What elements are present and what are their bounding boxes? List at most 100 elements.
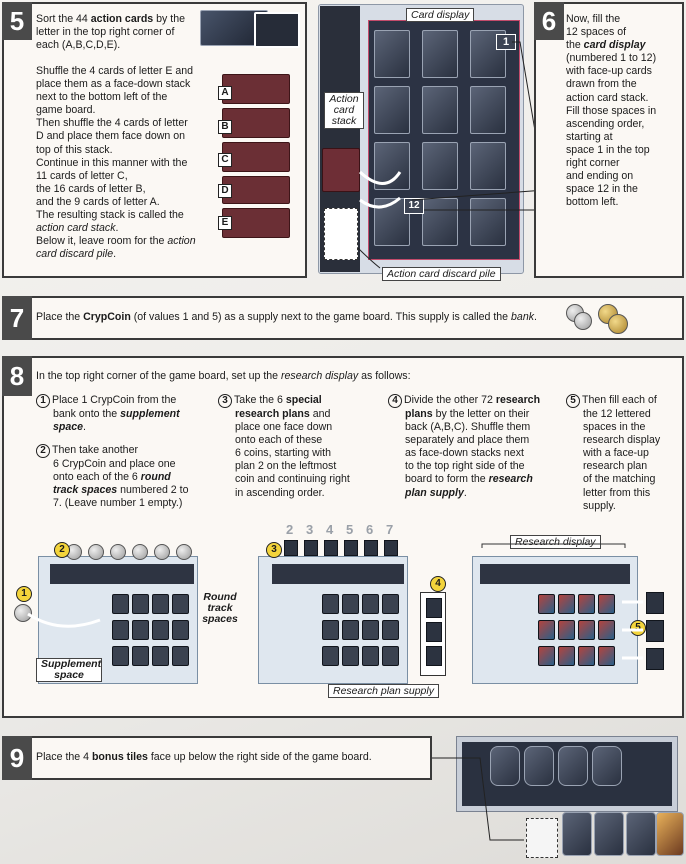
display-card xyxy=(422,142,458,190)
grid-slot xyxy=(172,646,189,666)
step8-number: 8 xyxy=(2,356,32,396)
research-plan-slot xyxy=(558,620,575,640)
stack-card-e xyxy=(222,208,290,238)
research-plan-slot xyxy=(538,620,555,640)
supply-stack-c xyxy=(646,648,664,670)
research-plan-slot xyxy=(578,620,595,640)
coin-icon xyxy=(132,544,148,560)
research-plan-slot xyxy=(538,646,555,666)
grid-slot xyxy=(132,646,149,666)
bonus-board-tile xyxy=(558,746,588,786)
grid-slot xyxy=(172,594,189,614)
step5-number: 5 xyxy=(2,2,32,40)
round-track-label: Round track spaces xyxy=(202,591,238,625)
research-stack-c xyxy=(426,646,442,666)
stack-card-c xyxy=(222,142,290,172)
badge-2: 2 xyxy=(54,542,70,558)
research-plan-slot xyxy=(538,594,555,614)
special-plan-card xyxy=(304,540,318,556)
research-plan-slot xyxy=(598,620,615,640)
step7-number: 7 xyxy=(2,296,32,340)
gold-coin-icon xyxy=(608,314,628,334)
display-card xyxy=(422,198,458,246)
display-card xyxy=(422,86,458,134)
grid-slot xyxy=(152,646,169,666)
action-card-stack-label: Action card stack xyxy=(324,92,364,129)
step5-intro: Sort the 44 action cards by the letter i… xyxy=(36,13,186,52)
coin-icon xyxy=(176,544,192,560)
step6-box xyxy=(534,2,684,278)
research-plan-supply-label: Research plan supply xyxy=(328,684,439,698)
bonus-tile xyxy=(626,812,656,856)
grid-slot xyxy=(342,646,359,666)
bonus-tile xyxy=(594,812,624,856)
research-display-label: Research display xyxy=(510,535,601,549)
badge-4: 4 xyxy=(430,576,446,592)
badge-1: 1 xyxy=(16,586,32,602)
step9-box xyxy=(2,736,432,780)
track-number: 5 xyxy=(346,522,354,537)
letter-b-tag: B xyxy=(218,120,232,134)
bonus-board-tile xyxy=(524,746,554,786)
grid-slot xyxy=(362,594,379,614)
special-plan-card xyxy=(344,540,358,556)
grid-slot xyxy=(342,620,359,640)
step6-number: 6 xyxy=(534,2,564,40)
badge-5: 5 xyxy=(630,620,646,636)
action-card-stack xyxy=(322,148,360,192)
research-plan-slot xyxy=(558,646,575,666)
supplement-space-label: Supplement space xyxy=(36,658,102,682)
step7-text: Place the CrypCoin (of values 1 and 5) a… xyxy=(36,311,537,323)
display-card xyxy=(374,86,410,134)
grid-slot xyxy=(322,594,339,614)
badge-3: 3 xyxy=(266,542,282,558)
step9-number: 9 xyxy=(2,736,32,780)
research-plan-slot xyxy=(578,646,595,666)
supplement-coin-icon xyxy=(14,604,32,622)
research-plan-slot xyxy=(598,594,615,614)
grid-slot xyxy=(322,646,339,666)
step5-body: Shuffle the 4 cards of letter E and plac… xyxy=(36,65,196,261)
supply-stack-b xyxy=(646,620,664,642)
step8-intro: In the top right corner of the game boar… xyxy=(36,370,411,382)
display-card xyxy=(470,142,506,190)
display-card xyxy=(470,198,506,246)
bonus-board-tile xyxy=(490,746,520,786)
action-card-sample-front xyxy=(254,12,300,48)
track-strip xyxy=(50,564,194,584)
grid-slot xyxy=(152,620,169,640)
stack-card-d xyxy=(222,176,290,204)
coin-icon xyxy=(88,544,104,560)
special-plan-card xyxy=(324,540,338,556)
grid-slot xyxy=(382,594,399,614)
step9-text: Place the 4 bonus tiles face up below th… xyxy=(36,751,372,763)
space-12-marker: 12 xyxy=(404,198,424,214)
grid-slot xyxy=(152,594,169,614)
grid-slot xyxy=(112,620,129,640)
grid-slot xyxy=(362,620,379,640)
research-stack-a xyxy=(426,598,442,618)
special-plan-card xyxy=(384,540,398,556)
silver-coin-icon xyxy=(574,312,592,330)
display-card xyxy=(374,30,410,78)
grid-slot xyxy=(112,594,129,614)
letter-d-tag: D xyxy=(218,184,232,198)
letter-a-tag: A xyxy=(218,86,232,100)
display-card xyxy=(470,86,506,134)
grid-slot xyxy=(172,620,189,640)
track-number: 7 xyxy=(386,522,394,537)
letter-c-tag: C xyxy=(218,153,232,167)
step6-text: Now, fill the 12 spaces of the card disp… xyxy=(566,13,657,209)
bonus-tile xyxy=(656,812,684,856)
discard-pile-outline xyxy=(324,208,358,260)
bonus-board-tile xyxy=(592,746,622,786)
grid-slot xyxy=(382,646,399,666)
research-plan-slot xyxy=(578,594,595,614)
bonus-tiles-outline xyxy=(526,818,558,858)
track-number: 3 xyxy=(306,522,314,537)
